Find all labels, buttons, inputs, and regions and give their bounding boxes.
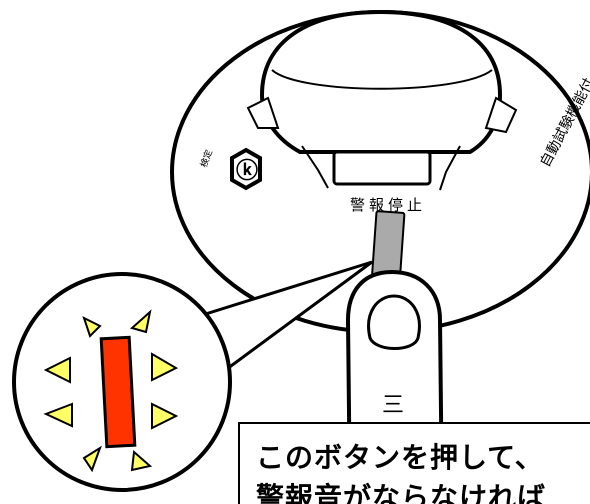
lamp-glow-rays [43,309,179,473]
cap-fin-right-lower [439,145,461,191]
instruction-caption: このボタンを押して、 警報音がならなければ [238,422,590,504]
alarm-stop-label: 警報停止 [350,196,426,214]
fingernail [367,294,421,350]
cap-fin-left [246,96,280,129]
caption-line-2: 警報音がならなければ [256,481,547,504]
finger-crease-mark: 三 [382,393,404,418]
caption-line-1: このボタンを押して、 [256,441,544,474]
alarm-stop-slot [332,150,432,186]
cap-fin-right [484,96,518,134]
svg-text:ⓚ: ⓚ [236,158,258,184]
cap-rim-line [271,69,493,90]
cap-fin-left-lower [301,145,329,189]
indicator-lamp [99,335,137,449]
detector-cap [259,9,503,154]
